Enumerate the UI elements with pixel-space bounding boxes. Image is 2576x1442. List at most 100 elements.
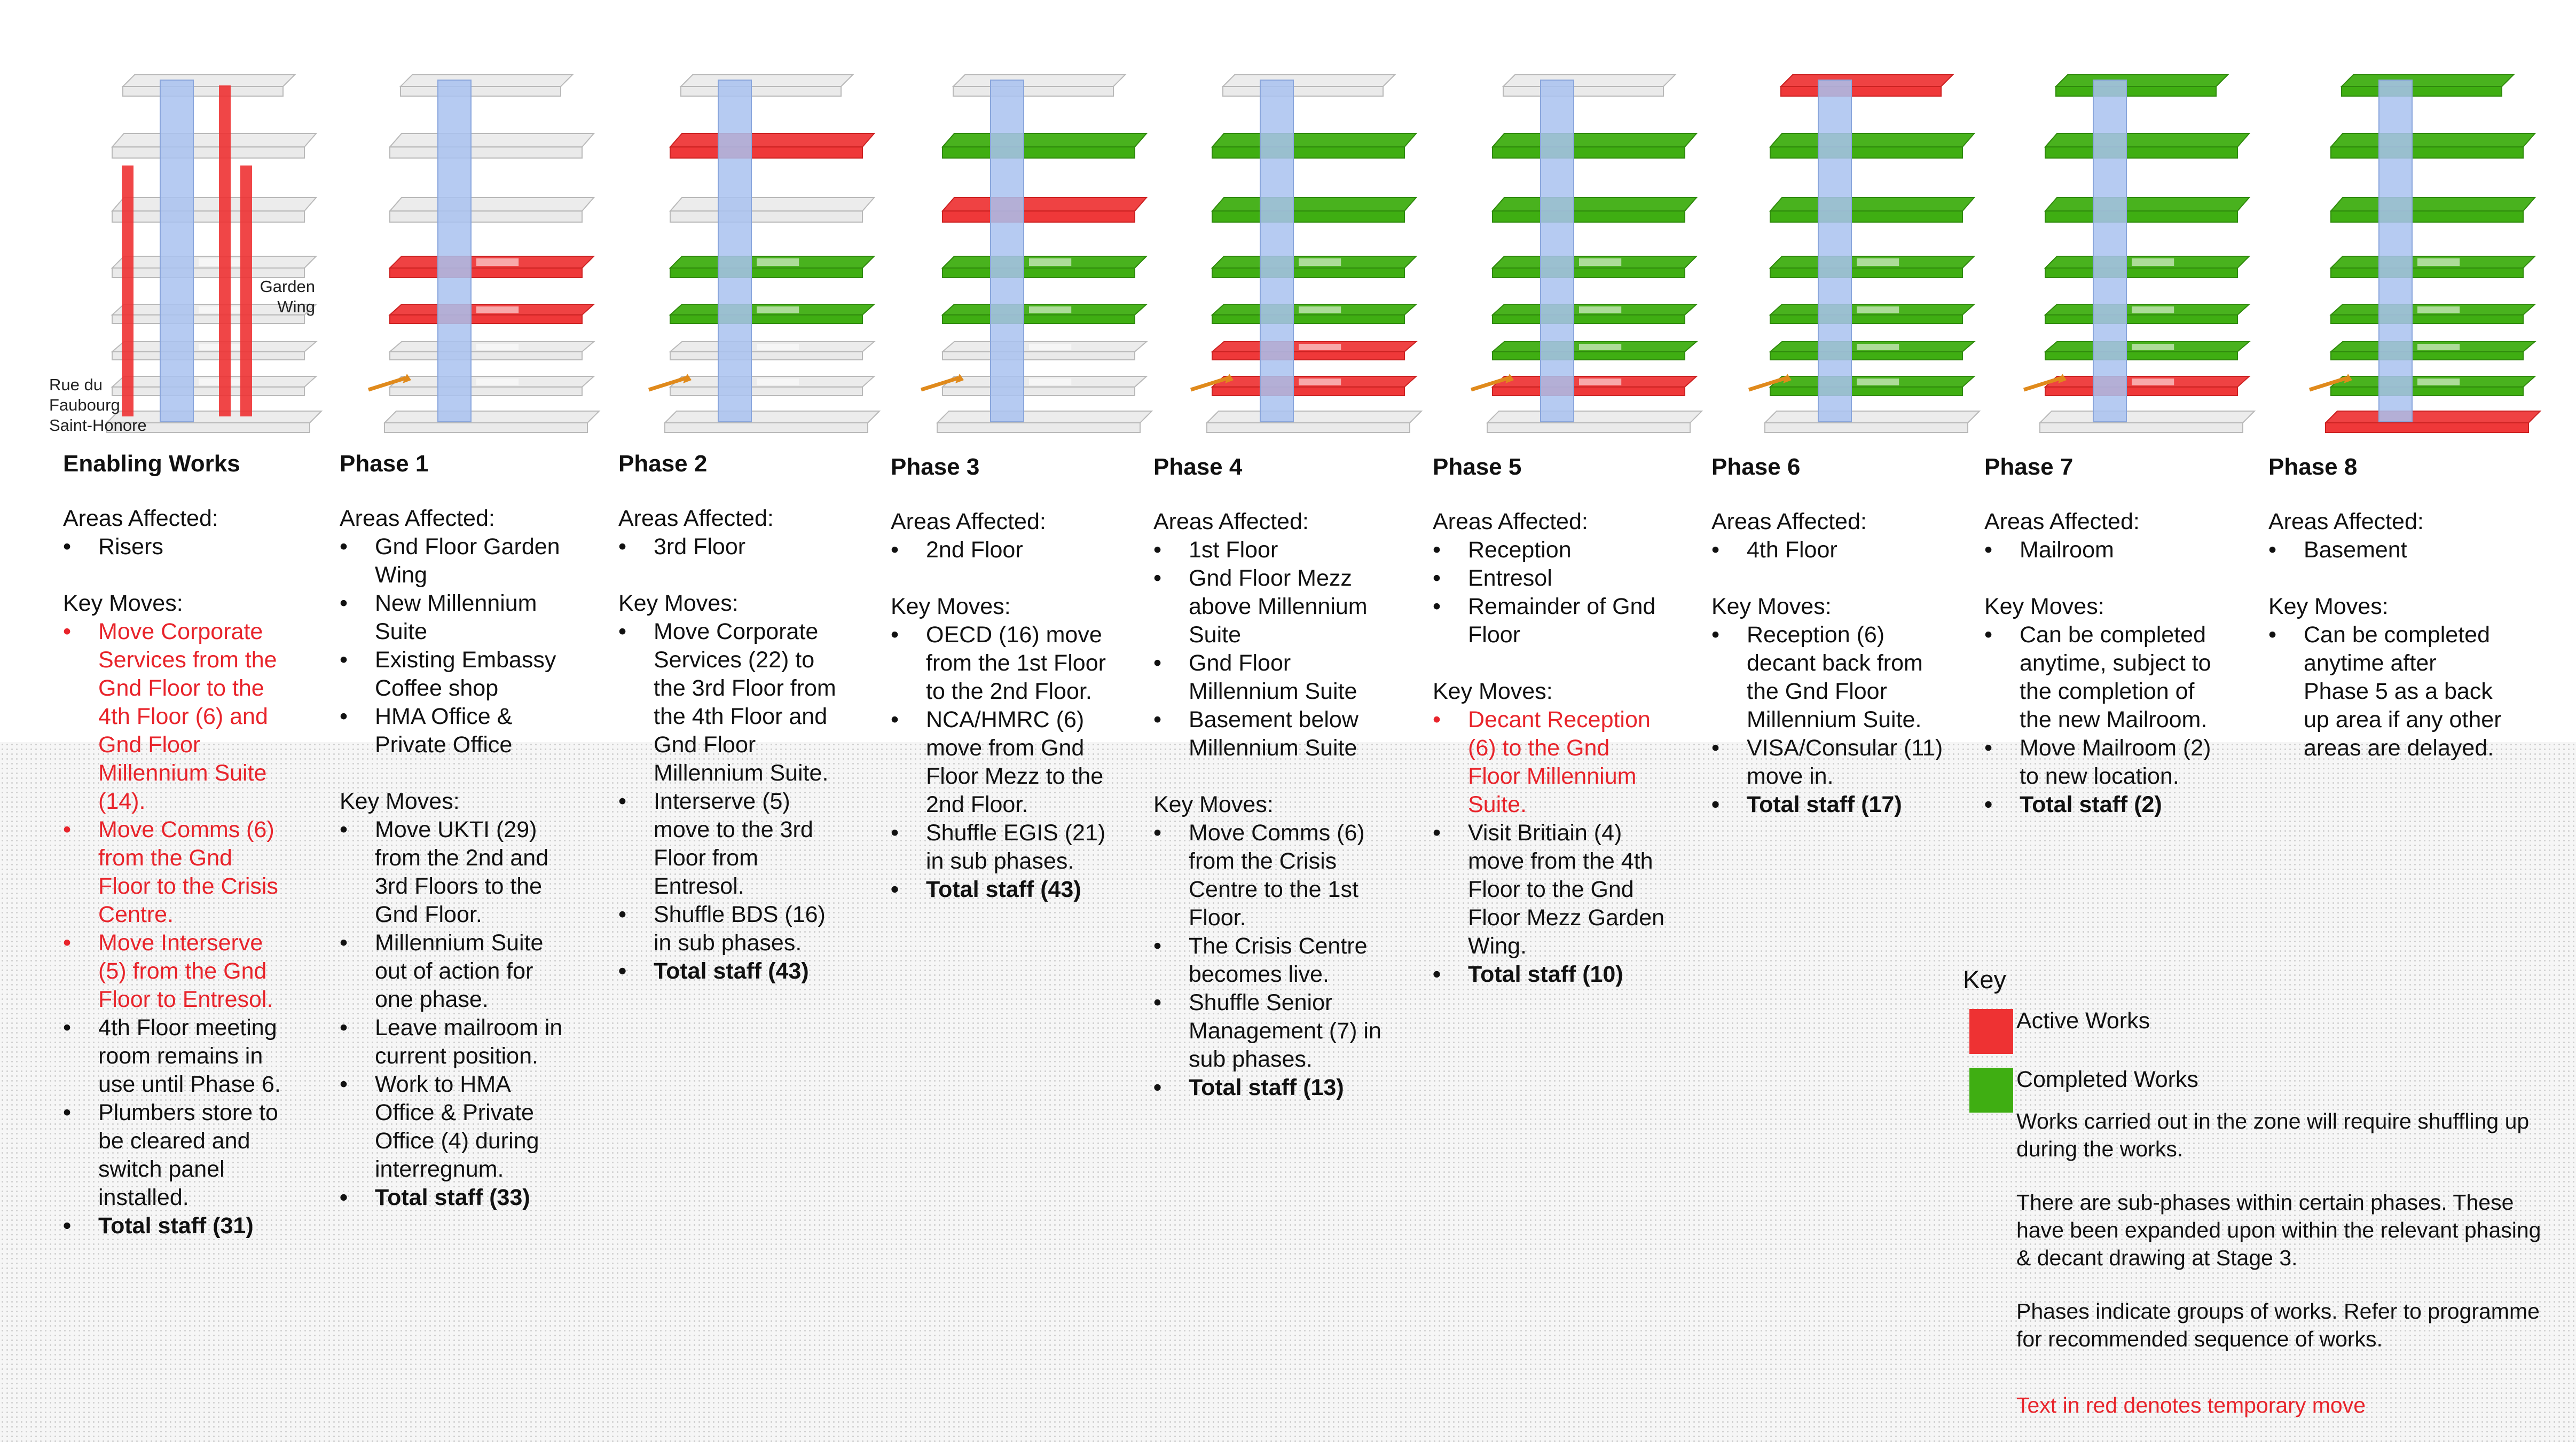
building-core — [990, 80, 1024, 422]
phase-title: Phase 4 — [1153, 454, 1243, 480]
floor-slab-top — [111, 197, 318, 212]
floor-slab-front — [122, 86, 284, 97]
floor-slab-top — [952, 74, 1127, 87]
floor-slab-front — [389, 351, 583, 361]
areas-affected-label: Areas Affected: — [1153, 509, 1309, 534]
floor-slab-front — [1770, 267, 1963, 278]
area-item: Gnd Floor Mezz above Millennium Suite — [1153, 564, 1388, 649]
key-move-item: Move Corporate Services from the Gnd Flo… — [63, 618, 287, 816]
floor-slab-front — [942, 314, 1135, 324]
floor-slab-top — [111, 133, 318, 148]
floor-slab-top — [663, 411, 881, 423]
key-moves-label: Key Moves: — [340, 789, 460, 814]
floor-slab-front — [2039, 422, 2243, 433]
floor-slab-front — [389, 267, 583, 278]
entrance-arrow-head — [403, 374, 411, 383]
entrance-arrow — [1470, 376, 1510, 392]
total-staff: Total staff (33) — [340, 1184, 575, 1212]
area-item: Gnd Floor Garden Wing — [340, 533, 575, 589]
floor-slab-front — [1764, 422, 1968, 433]
floor-slab-front — [1212, 386, 1405, 396]
area-item: Reception — [1433, 536, 1668, 564]
entrance-arrow — [2308, 376, 2348, 392]
floor-slab-front — [1770, 386, 1963, 396]
floor-slab-front — [1222, 86, 1384, 97]
key-legend: Key Active Works Completed Works Works c… — [1963, 965, 2561, 1417]
riser — [240, 166, 252, 416]
floor-void — [1579, 306, 1622, 313]
area-item: Basement — [2268, 536, 2503, 564]
floor-slab-top — [399, 74, 574, 87]
floor-void — [1029, 379, 1072, 385]
callout-line: Garden — [260, 277, 315, 296]
key-title: Key — [1963, 965, 2006, 994]
floor-slab-front — [2045, 267, 2238, 278]
key-moves-list: Can be completed anytime, subject to the… — [1984, 621, 2219, 819]
floor-void — [2132, 379, 2174, 385]
key-move-item: OECD (16) move from the 1st Floor to the… — [891, 621, 1115, 706]
area-item: 4th Floor — [1711, 536, 1946, 564]
riser — [219, 85, 231, 416]
floor-slab-front — [2045, 386, 2238, 396]
floor-void — [757, 344, 799, 350]
total-staff: Total staff (31) — [63, 1212, 287, 1240]
floor-slab-front — [2330, 351, 2524, 361]
floor-slab-front — [1770, 210, 1963, 223]
active-works-swatch — [1969, 1009, 2013, 1054]
phase-title: Phase 7 — [1984, 454, 2074, 480]
key-moves-label: Key Moves: — [1984, 594, 2104, 619]
floor-slab-top — [936, 411, 1153, 423]
floor-slab-top — [1221, 74, 1396, 87]
entrance-arrow-head — [2344, 374, 2352, 383]
floor-slab-front — [1212, 267, 1405, 278]
floor-void — [1299, 306, 1341, 313]
floor-slab-top — [2340, 74, 2515, 87]
callout-line: Wing — [277, 297, 315, 316]
key-moves-list: Reception (6) decant back from the Gnd F… — [1711, 621, 1946, 819]
phase-title: Phase 1 — [340, 451, 429, 477]
floor-slab-top — [2329, 133, 2536, 148]
floor-void — [2417, 306, 2460, 313]
key-move-item: Shuffle Senior Management (7) in sub pha… — [1153, 989, 1388, 1074]
floor-slab-front — [389, 314, 583, 324]
floor-slab-top — [2054, 74, 2229, 87]
key-moves-list: Move UKTI (29) from the 2nd and 3rd Floo… — [340, 816, 575, 1212]
callout-line: Saint-Honore — [49, 416, 147, 435]
floor-slab-front — [389, 210, 583, 223]
floor-slab-front — [670, 146, 863, 159]
floor-void — [1857, 306, 1899, 313]
total-staff: Total staff (17) — [1711, 791, 1946, 819]
floor-void — [1579, 344, 1622, 350]
floor-void — [757, 258, 799, 266]
key-move-item: Move Comms (6) from the Gnd Floor to the… — [63, 816, 287, 929]
areas-list: Basement — [2268, 536, 2503, 564]
area-item: Remainder of Gnd Floor — [1433, 593, 1668, 649]
key-move-item: Move Comms (6) from the Crisis Centre to… — [1153, 819, 1388, 932]
areas-list: Mailroom — [1984, 536, 2219, 564]
entrance-arrow — [367, 376, 407, 392]
floor-slab-front — [112, 146, 305, 159]
floor-slab-top — [679, 74, 854, 87]
floor-slab-top — [1502, 74, 1677, 87]
building-diagram — [1190, 74, 1423, 433]
building-diagram — [1748, 74, 1981, 433]
phase-title: Phase 5 — [1433, 454, 1522, 480]
entrance-arrow-head — [1783, 374, 1792, 383]
floor-void — [757, 306, 799, 313]
floor-slab-front — [670, 351, 863, 361]
spacer — [1433, 649, 1668, 677]
entrance-arrow — [648, 376, 687, 392]
key-moves-list: Move Comms (6) from the Crisis Centre to… — [1153, 819, 1388, 1102]
key-move-item: Move Mailroom (2) to new location. — [1984, 734, 2219, 791]
key-note: Phases indicate groups of works. Refer t… — [2016, 1299, 2540, 1351]
floor-slab-top — [1205, 411, 1423, 423]
floor-slab-top — [388, 133, 595, 148]
floor-slab-top — [383, 411, 601, 423]
areas-list: ReceptionEntresolRemainder of Gnd Floor — [1433, 536, 1668, 649]
areas-list: Gnd Floor Garden WingNew Millennium Suit… — [340, 533, 575, 759]
